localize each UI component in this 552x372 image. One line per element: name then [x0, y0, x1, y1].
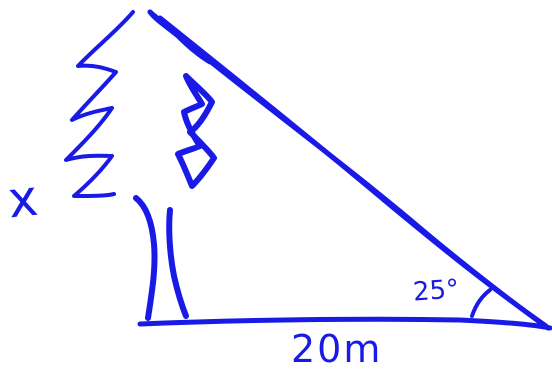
triangle-top-hook — [147, 9, 213, 65]
tree-trunk-left — [133, 195, 158, 321]
base-length-label: 20m — [291, 327, 383, 371]
angle-label: 25° — [412, 274, 461, 308]
triangle-base — [137, 316, 552, 331]
triangle-hypotenuse-return — [157, 15, 549, 329]
angle-arc — [470, 288, 492, 318]
height-label: x — [5, 168, 41, 230]
tree-foliage-left — [64, 10, 135, 198]
tree-foliage-right — [175, 73, 217, 189]
tree-trunk-right — [166, 207, 189, 319]
